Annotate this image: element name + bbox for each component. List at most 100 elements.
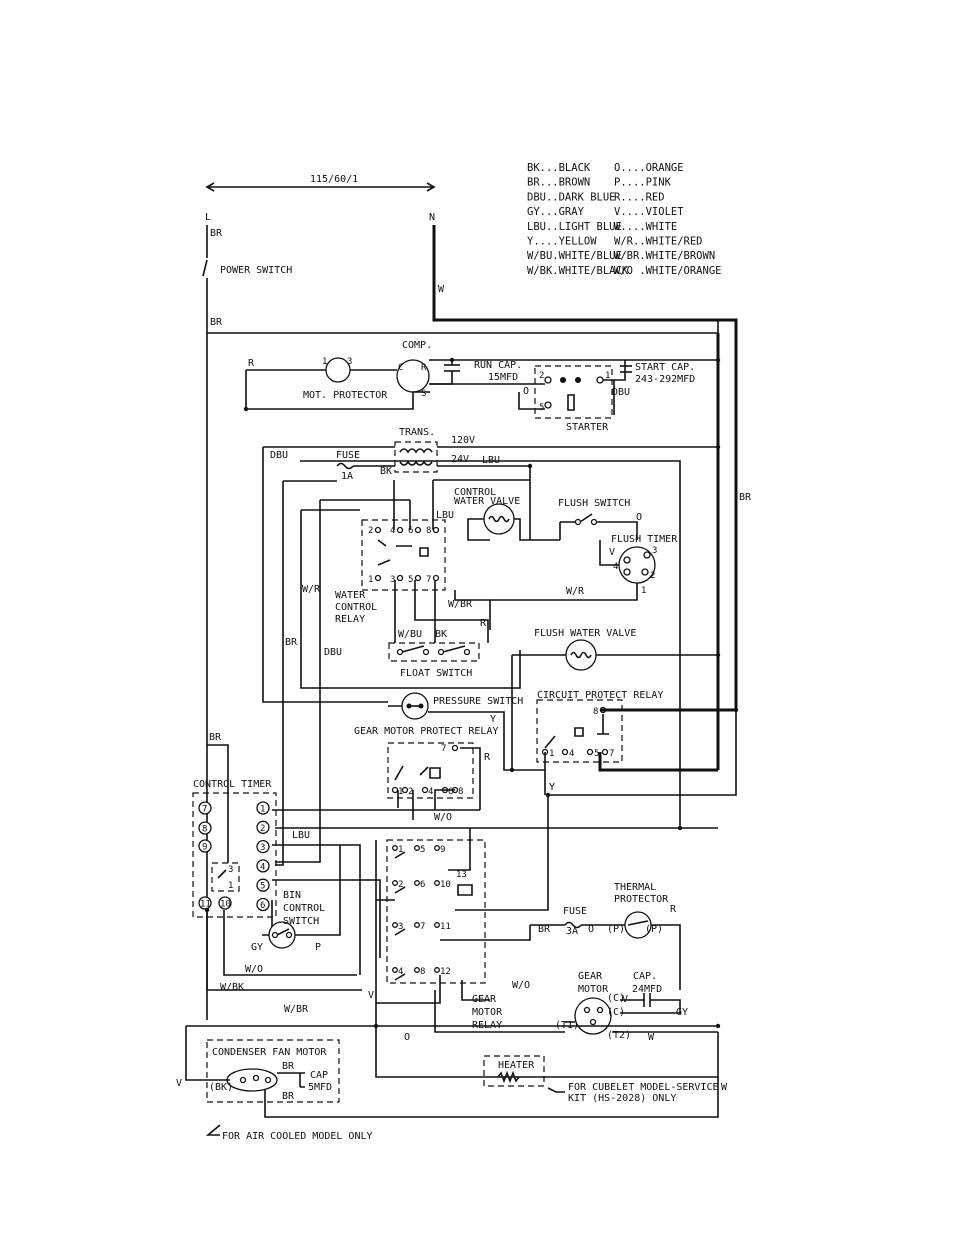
label-wires-WR: W/R [302, 584, 321, 595]
fuse-3a: FUSE 3A [563, 906, 587, 937]
label-labels-cubelet_1: FOR CUBELET MODEL-SERVICE [568, 1082, 719, 1093]
label-labels-comp: COMP. [402, 340, 432, 351]
transformer: TRANS. 120V 24V [394, 427, 475, 473]
label-wires-DBU: DBU [324, 647, 342, 658]
label-labels-float_switch: FLOAT SWITCH [400, 668, 472, 679]
label-wires-WO: W/O [245, 964, 263, 975]
label-labels-run_cap: RUN CAP. [474, 360, 522, 371]
legend-entry: W/O .WHITE/ORANGE [614, 265, 721, 277]
label-labels-cap24_1: CAP. [633, 971, 657, 982]
legend-entry: LBU..LIGHT BLUE [527, 221, 622, 233]
label-labels-gear_motor_1: GEAR [578, 971, 603, 982]
float-switch: FLOAT SWITCH W/BU BK [388, 629, 480, 679]
svg-text:R: R [421, 363, 427, 373]
label-wires-BR: BR [282, 1061, 295, 1072]
svg-text:1: 1 [605, 371, 610, 381]
bin-control-switch: BIN CONTROL SWITCH GY P [251, 890, 325, 953]
label-labels-fuse2_val: 3A [566, 926, 578, 937]
label-labels-condenser_fan_motor: CONDENSER FAN MOTOR [212, 1047, 327, 1058]
line-N [432, 225, 738, 710]
fuse-1a: FUSE 1A [336, 450, 360, 482]
flush-timer: FLUSH TIMER 3 4 2 1 V [609, 534, 678, 596]
gmr-terminal: 8 [420, 967, 425, 977]
svg-text:5: 5 [539, 403, 544, 413]
svg-text:3: 3 [347, 357, 352, 367]
legend-entry: W....WHITE [614, 221, 677, 233]
label-labels-mot_protector: MOT. PROTECTOR [303, 390, 388, 401]
gmr-terminal: 7 [420, 922, 425, 932]
svg-text:1: 1 [322, 357, 327, 367]
label-wires-V: V [368, 990, 374, 1001]
label-labels-thermal_protector_1: THERMAL [614, 882, 656, 893]
label-wires-R: R [670, 904, 677, 915]
label-labels-thermal_protector_2: PROTECTOR [614, 894, 669, 905]
svg-text:2: 2 [650, 571, 655, 581]
gmpr-terminal: 1 [398, 787, 403, 797]
flush-switch: FLUSH SWITCH [558, 498, 630, 526]
control-timer-terminal: 10 [220, 900, 231, 910]
label-wires-V: V [176, 1078, 182, 1089]
label-N: N [429, 212, 435, 223]
label-wires-BR: BR [209, 732, 222, 743]
label-labels-gear_motor_2: MOTOR [578, 984, 609, 995]
legend-entry: Y....YELLOW [527, 236, 597, 248]
label-wires-DBU: DBU [270, 450, 288, 461]
gear-motor: GEAR MOTOR (C) (C) (T1) (T2) [555, 971, 631, 1041]
legend-entry: O....ORANGE [614, 162, 684, 174]
label-wires-GY: GY [251, 942, 263, 953]
label-wires-W: W [648, 1032, 655, 1043]
wire-r-1: R [248, 358, 255, 369]
ct-switch-terminal: 1 [228, 881, 233, 891]
wcr-terminal: 6 [408, 526, 413, 536]
legend-entry: W/BU.WHITE/BLUE [527, 250, 622, 262]
label-wires-Y: Y [549, 782, 555, 793]
label-wires-BK: BK [380, 466, 392, 477]
gmr-terminal: 4 [398, 967, 403, 977]
label-labels-water_control_relay_2: CONTROL [335, 602, 377, 613]
legend-entry: GY...GRAY [527, 206, 585, 218]
label-wires-LBU: LBU [436, 510, 454, 521]
label-wires-DBU: DBU [612, 387, 630, 398]
label-wires-V: V [609, 547, 615, 558]
legend-entry: BK...BLACK [527, 162, 591, 174]
ct-switch-terminal: 3 [228, 865, 233, 875]
label-wires-WO: W/O [434, 812, 452, 823]
label-labels-gear_motor_protect_relay: GEAR MOTOR PROTECT RELAY [354, 726, 499, 737]
gmpr-terminal: 4 [428, 787, 433, 797]
label-wires-GY: GY [676, 1007, 688, 1018]
label-wires-WBR: W/BR [284, 1004, 309, 1015]
control-timer-terminal: 3 [260, 843, 265, 853]
mot-protector: 1 3 MOT. PROTECTOR [303, 357, 388, 401]
legend-entry: P....PINK [614, 177, 672, 189]
label-labels-bin_control_switch_2: CONTROL [283, 903, 325, 914]
label-wires-WBR: W/BR [448, 599, 473, 610]
label-labels-P: (P) [645, 924, 663, 935]
wcr-terminal: 2 [368, 526, 373, 536]
gmr-terminal: 5 [420, 845, 425, 855]
label-wires-P: P [315, 942, 321, 953]
wcr-terminal: 5 [408, 575, 413, 585]
legend-entry: R....RED [614, 191, 665, 203]
label-labels-control_timer: CONTROL TIMER [193, 779, 272, 790]
label-labels-fuse1: FUSE [336, 450, 360, 461]
legend-entry: W/BK.WHITE/BLACK [527, 265, 629, 277]
label-labels-bin_control_switch_3: SWITCH [283, 916, 319, 927]
svg-text:4: 4 [613, 562, 618, 572]
label-wires-R: R [484, 752, 491, 763]
gmr-terminal: 1 [398, 845, 403, 855]
gmr-terminal: 2 [398, 880, 403, 890]
control-timer-terminal: 5 [260, 882, 265, 892]
cpr-terminal: 8 [593, 707, 598, 717]
label-labels-heater: HEATER [498, 1060, 535, 1071]
label-wires-O: O [588, 924, 594, 935]
wcr-terminal: 8 [426, 526, 431, 536]
start-cap: START CAP. 243-292MFD [620, 362, 695, 385]
label-labels-T2: (T2) [607, 1030, 631, 1041]
label-wires-WO: W/O [512, 980, 530, 991]
label-labels-cap5_1: CAP [310, 1070, 328, 1081]
